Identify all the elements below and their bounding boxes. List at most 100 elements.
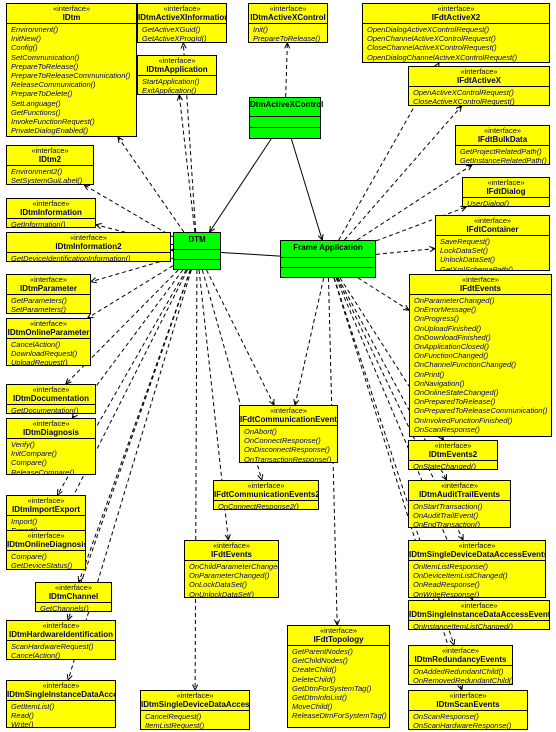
edge-dtmactivexcontrol-frameapplication <box>290 138 323 241</box>
operation-preparetorelease-: PrepareToRelease() <box>253 34 321 43</box>
operations-list: OnChildParameterChanged()OnParameterChan… <box>185 561 278 597</box>
interface-name: IDtmScanEvents <box>436 700 500 709</box>
operations-list: GetParentNodes()GetChildNodes()CreateChi… <box>288 646 389 721</box>
operations-list: GetInformation() <box>7 219 95 227</box>
operation-onscanresponse-: OnScanResponse() <box>414 424 480 434</box>
interface-name: IFdtContainer <box>466 225 519 234</box>
stereotype-label: «interface» <box>42 621 80 630</box>
operation-closeactivexcontrolrequest-: CloseActiveXControlRequest() <box>413 97 515 106</box>
operations-list: GetDeviceIdentificationInformation() <box>7 253 170 261</box>
interface-name: IFdtDialog <box>486 187 526 196</box>
interface-header: «interface»IDtmApplication <box>138 56 216 76</box>
stereotype-label: «interface» <box>69 233 108 242</box>
operation-lockdataset-: LockDataSet() <box>440 246 488 256</box>
operation-onparameterchanged-: OnParameterChanged() <box>414 296 495 305</box>
operations-list: OpenActiveXControlRequest()CloseActiveXC… <box>409 87 549 106</box>
compartment-divider <box>174 249 220 250</box>
edge-dtm-idtmsingledevicedataaccess <box>194 269 198 691</box>
arrowhead-dtm-idtmactivexinformation <box>180 41 187 49</box>
operation-init-: Init() <box>253 25 268 34</box>
interface-header: «interface»IFdtEvents <box>410 275 551 295</box>
interface-name: IDtmSingleInstanceDataAccessEvents <box>409 610 550 619</box>
operation-initcompare-: InitCompare() <box>11 449 57 459</box>
operation-onremovedredundantchild-: OnRemovedRedundantChild() <box>413 676 513 685</box>
operation-config-: Config() <box>11 43 38 53</box>
operation-cancelaction-: CancelAction() <box>11 340 61 349</box>
interface-header: «interface»IFdtEvents <box>185 541 278 561</box>
interface-header: «interface»IDtm <box>7 4 136 24</box>
operation-getparentnodes-: GetParentNodes() <box>292 647 353 656</box>
interface-header: «interface»IDtm2 <box>7 146 93 166</box>
stereotype-label: «interface» <box>269 406 308 415</box>
interface-idtmimportexport: «interface»IDtmImportExportImport()Expor… <box>6 495 86 535</box>
arrowhead-frameapplication-ifdtdialog <box>460 205 468 212</box>
stereotype-label: «interface» <box>29 319 68 328</box>
stereotype-label: «interface» <box>247 481 285 490</box>
operation-onpreparedtoreleasecommunication-: OnPreparedToReleaseCommunication() <box>414 406 548 416</box>
operation-verify-: Verify() <box>11 440 35 449</box>
operations-list: OnStateChanged() <box>409 461 497 469</box>
operation-onaddedredundantchild-: OnAddedRedundantChild() <box>413 667 504 676</box>
interface-header: «interface»IDtmAuditTrailEvents <box>409 481 510 501</box>
interface-header: «interface»IDtmScanEvents <box>409 691 527 711</box>
operation-ondisconnectresponse-: OnDisconnectResponse() <box>244 445 330 455</box>
operation-getparameters-: GetParameters() <box>11 296 67 305</box>
operation-releasecommunication-: ReleaseCommunication() <box>11 80 96 90</box>
interface-name: IDtmEvents2 <box>428 450 478 459</box>
interface-header: «interface»IDtmDiagnosis <box>7 419 95 439</box>
interface-name: IDtmInformation2 <box>55 242 122 251</box>
operation-initnew-: InitNew() <box>11 34 42 44</box>
stereotype-label: «interface» <box>32 419 70 428</box>
interface-header: «interface»IDtmSingleInstanceDataAccess <box>7 681 115 701</box>
operations-list: OnAddedRedundantChild()OnRemovedRedundan… <box>409 666 513 685</box>
operation-onendtransaction-: OnEndTransaction() <box>413 520 480 528</box>
operation-onwriteresponse-: OnWriteResponse() <box>413 589 480 598</box>
operations-list: GetChannels() <box>36 603 111 611</box>
edge-dtm-frameapplication <box>220 251 281 257</box>
interface-name: IDtm2 <box>38 155 62 164</box>
stereotype-label: «interface» <box>473 216 512 225</box>
interface-header: «interface»IDtmSingleInstanceDataAccessE… <box>409 601 549 621</box>
stereotype-label: «interface» <box>441 646 480 655</box>
operation-onprogress-: OnProgress() <box>414 314 460 324</box>
operation-onchannelfunctionchanged-: OnChannelFunctionChanged() <box>414 360 517 370</box>
stereotype-label: «interface» <box>158 56 196 65</box>
compartment-divider <box>174 259 220 260</box>
operation-scanhardwarerequest-: ScanHardwareRequest() <box>11 642 94 651</box>
stereotype-label: «interface» <box>461 275 500 284</box>
operation-openactivexcontrolrequest-: OpenActiveXControlRequest() <box>413 88 514 97</box>
operation-environment2-: Environment2() <box>11 167 63 176</box>
interface-name: IFdtCommunicationEvents <box>240 415 338 424</box>
operation-getfunctions-: GetFunctions() <box>11 107 61 117</box>
operation-onpreparedtorelease-: OnPreparedToRelease() <box>414 397 496 407</box>
interface-name: IFdtEvents <box>211 550 252 559</box>
operation-onconnectresponse2-: OnConnectResponse2() <box>218 502 299 510</box>
operations-list: CancelRequest()ItemListRequest()ReadRequ… <box>141 711 249 729</box>
operation-write-: Write() <box>11 720 34 728</box>
operation-setcommunication-: SetCommunication() <box>11 52 80 62</box>
operation-saverequest-: SaveRequest() <box>440 237 491 246</box>
operation-cancelrequest-: CancelRequest() <box>145 712 202 721</box>
interface-name: IDtmImportExport <box>12 505 80 514</box>
edge-dtmactivexcontrol-idtmactivexcontrol <box>285 42 288 98</box>
stereotype-label: «interface» <box>483 126 522 135</box>
stereotype-label: «interface» <box>212 541 251 550</box>
operation-getdocumentation-: GetDocumentation() <box>11 406 79 414</box>
operation-movechild-: MoveChild() <box>292 702 333 712</box>
operations-list: UserDialog() <box>463 198 549 206</box>
stereotype-label: «interface» <box>440 481 479 490</box>
interface-header: «interface»IFdtActiveX2 <box>363 4 549 24</box>
stereotype-label: «interface» <box>31 146 69 155</box>
